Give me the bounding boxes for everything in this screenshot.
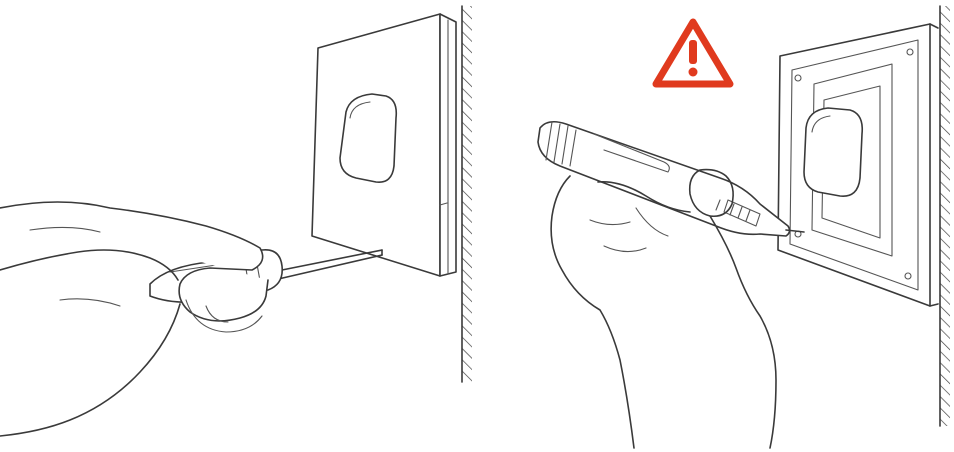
wall-right xyxy=(940,6,950,426)
hand-left xyxy=(0,202,268,436)
wall-left xyxy=(462,6,472,382)
panel-test-voltage xyxy=(538,6,950,448)
warning-triangle-exclamation-icon xyxy=(656,22,730,84)
rocker-module-right xyxy=(804,108,862,196)
rocker-button-left xyxy=(340,94,396,182)
panel-remove-cover xyxy=(0,6,472,436)
